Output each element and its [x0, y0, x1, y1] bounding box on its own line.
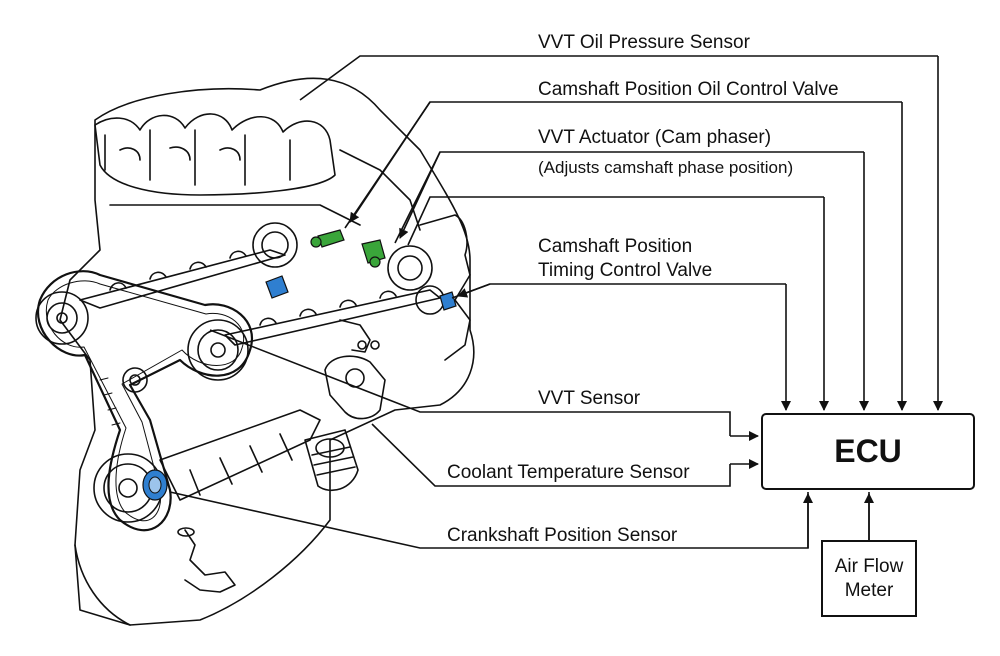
- air-flow-meter-line2: Meter: [844, 579, 894, 601]
- ecu-label: ECU: [834, 433, 902, 469]
- arrow-to-actuator: [399, 151, 441, 239]
- water-pump: [324, 355, 386, 420]
- label-vvt-oil-pressure-sensor: VVT Oil Pressure Sensor: [538, 32, 750, 53]
- arrow-to-timing-valve: [457, 283, 491, 298]
- timing-belt: [37, 270, 253, 532]
- leader-timing-valve: [451, 283, 786, 299]
- intake-vvt-sprocket: [252, 222, 298, 268]
- leader-coolant: [371, 423, 731, 487]
- label-camshaft-timing-valve-line1: Camshaft Position: [538, 236, 693, 257]
- leader-vvt-sensor: [209, 329, 731, 436]
- leader-actuator-note: [407, 196, 824, 246]
- timing-control-valve-green: [361, 239, 386, 264]
- ecu-box: ECU: [761, 413, 975, 490]
- highlighted-components: [142, 229, 457, 501]
- air-flow-meter-box: Air Flow Meter: [821, 540, 917, 617]
- label-vvt-sensor: VVT Sensor: [538, 388, 641, 409]
- exhaust-camshaft: [224, 289, 441, 346]
- label-crankshaft-position-sensor: Crankshaft Position Sensor: [447, 525, 678, 546]
- arrow-to-ocv: [349, 101, 431, 223]
- cam-sprocket-left: [35, 291, 89, 345]
- label-camshaft-position-oil-control-valve: Camshaft Position Oil Control Valve: [538, 79, 839, 100]
- cam-sensor-blue: [439, 291, 457, 311]
- label-coolant-temperature-sensor: Coolant Temperature Sensor: [447, 462, 690, 483]
- label-camshaft-timing-valve-line2: Timing Control Valve: [538, 260, 713, 281]
- oil-control-valve-green: [317, 229, 345, 248]
- label-vvt-actuator: VVT Actuator (Cam phaser): [538, 127, 772, 148]
- cam-sprocket-right: [187, 319, 249, 381]
- crankshaft: [159, 409, 321, 501]
- air-flow-meter-line1: Air Flow: [834, 555, 904, 577]
- intake-manifold: [94, 113, 336, 196]
- leader-vvt-oil-pressure: [299, 55, 938, 101]
- label-vvt-actuator-note: (Adjusts camshaft phase position): [538, 158, 794, 177]
- engine-block-outline: [59, 77, 475, 626]
- vvt-sensor-blue: [265, 275, 289, 299]
- connector-lines: [169, 55, 943, 549]
- oil-pickup: [184, 529, 236, 593]
- engine-illustration: [35, 77, 475, 626]
- oil-filter: [304, 429, 359, 491]
- exhaust-vvt-sprocket: [387, 245, 433, 291]
